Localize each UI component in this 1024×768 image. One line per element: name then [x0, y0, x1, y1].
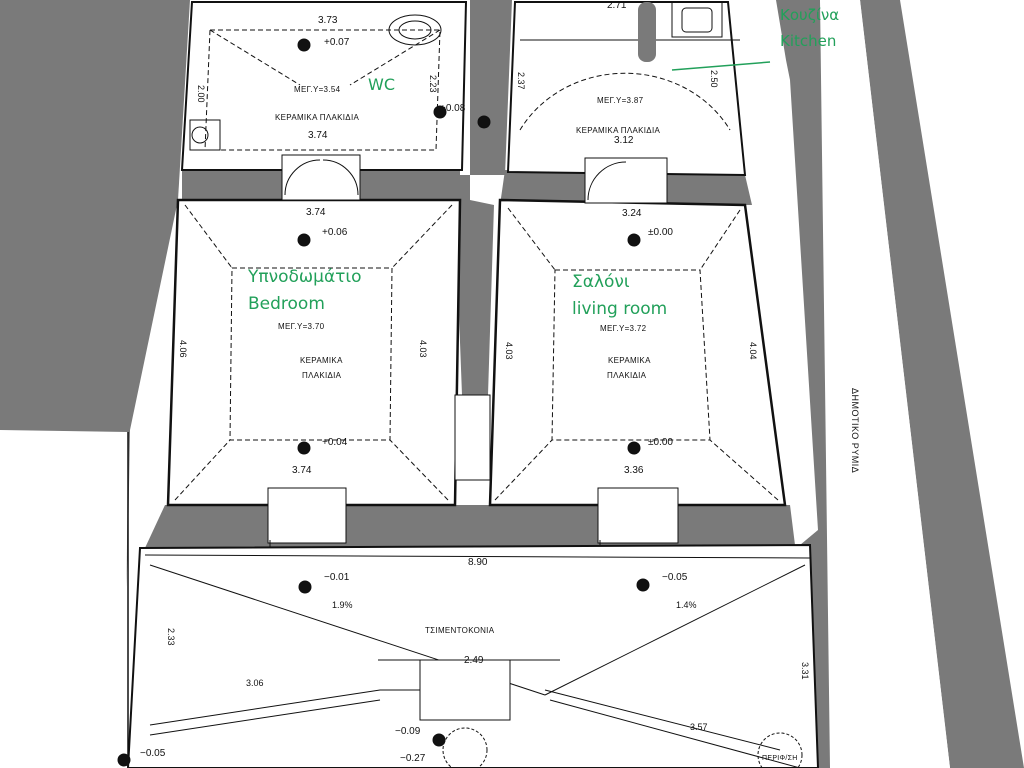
yard-width-inner: 2.49 — [464, 655, 484, 666]
bedroom-floor-1: ΚΕΡΑΜΙΚΑ — [300, 356, 343, 365]
wc-floor: ΚΕΡΑΜΙΚΑ ΠΛΑΚΙΔΙΑ — [275, 113, 360, 122]
bedroom-side-left: 4.06 — [178, 340, 188, 358]
passage-door — [454, 394, 491, 481]
yard-level-out: −0.05 — [140, 748, 166, 759]
yard-right-run: 3.57 — [690, 722, 708, 732]
yard-floor: ΤΣΙΜΕΝΤΟΚΟΝΙΑ — [425, 626, 495, 635]
bedroom-height: ΜΕΓ.Υ=3.70 — [278, 322, 325, 331]
wc-side-right: 2.23 — [428, 75, 438, 93]
kitchen-floor: ΚΕΡΑΜΙΚΑ ΠΛΑΚΙΔΙΑ — [576, 126, 661, 135]
corner-label: ΠΕΡΙΦ/ΣΗ — [762, 755, 798, 762]
left-white-lot — [0, 430, 128, 768]
kitchen-height: ΜΕΓ.Υ=3.87 — [597, 96, 644, 105]
street-strip — [820, 0, 950, 768]
bedroom-level-bottom: +0.04 — [322, 437, 348, 448]
kitchen-side-right: 2.50 — [709, 70, 719, 88]
living-width-top: 3.24 — [622, 208, 642, 219]
bedroom-label-en: Bedroom — [248, 294, 325, 314]
yard-left-depth: 2.33 — [166, 628, 176, 646]
yard-right-depth: 3.31 — [800, 662, 810, 680]
yard-level-step1: −0.09 — [395, 726, 421, 737]
kitchen-label-en: Kitchen — [780, 32, 837, 50]
wc-height: ΜΕΓ.Υ=3.54 — [294, 85, 341, 94]
yard-left-run: 3.06 — [246, 678, 264, 688]
wc-side-left: 2.00 — [196, 85, 206, 103]
bedroom-width-bottom: 3.74 — [292, 465, 312, 476]
yard-level-left: −0.01 — [324, 572, 350, 583]
bedroom-width-top: 3.74 — [306, 207, 326, 218]
living-side-left: 4.03 — [504, 342, 514, 360]
kitchen-label-gr: Κουζίνα — [780, 6, 840, 24]
wc-door-level: +0.08 — [440, 103, 466, 114]
kitchen-side-left: 2.37 — [516, 72, 526, 90]
bedroom-floor-2: ΠΛΑΚΙΔΙΑ — [302, 371, 342, 380]
wc-level: +0.07 — [324, 37, 350, 48]
yard-level-step2: −0.27 — [400, 753, 426, 764]
bedroom-level-top: +0.06 — [322, 227, 348, 238]
living-height: ΜΕΓ.Υ=3.72 — [600, 324, 647, 333]
level-markers — [117, 38, 650, 767]
living-level-top: ±0.00 — [648, 227, 673, 238]
bedroom-room — [166, 198, 462, 507]
yard-width: 8.90 — [468, 557, 488, 568]
bedroom-side-right: 4.03 — [418, 340, 428, 358]
wc-width-top: 3.73 — [318, 15, 338, 26]
bedroom-label-gr: Υπνοδωμάτιο — [248, 267, 362, 287]
living-room — [488, 198, 787, 507]
kitchen-width-top: 2.71 — [607, 0, 627, 11]
wc-width-bottom: 3.74 — [308, 130, 328, 141]
living-label-gr: Σαλόνι — [572, 272, 630, 292]
kitchen-width-bottom: 3.12 — [614, 135, 634, 146]
living-width-bottom: 3.36 — [624, 465, 644, 476]
yard-level-right: −0.05 — [662, 572, 688, 583]
yard-area — [126, 543, 820, 768]
living-label-en: living room — [572, 299, 668, 319]
wc-room — [180, 1, 468, 171]
doors — [267, 154, 679, 611]
living-side-right: 4.04 — [748, 342, 758, 360]
living-floor-1: ΚΕΡΑΜΙΚΑ — [608, 356, 651, 365]
wc-label: WC — [368, 75, 395, 94]
yard-slope-right: 1.4% — [676, 600, 697, 610]
street-label: ΔΗΜΟΤΙΚΟ ΡΥΜΙΔ — [850, 388, 860, 474]
living-floor-2: ΠΛΑΚΙΔΙΑ — [607, 371, 647, 380]
yard-slope-left: 1.9% — [332, 600, 353, 610]
kitchen-room — [506, 1, 771, 177]
living-level-bottom: ±0.00 — [648, 437, 673, 448]
